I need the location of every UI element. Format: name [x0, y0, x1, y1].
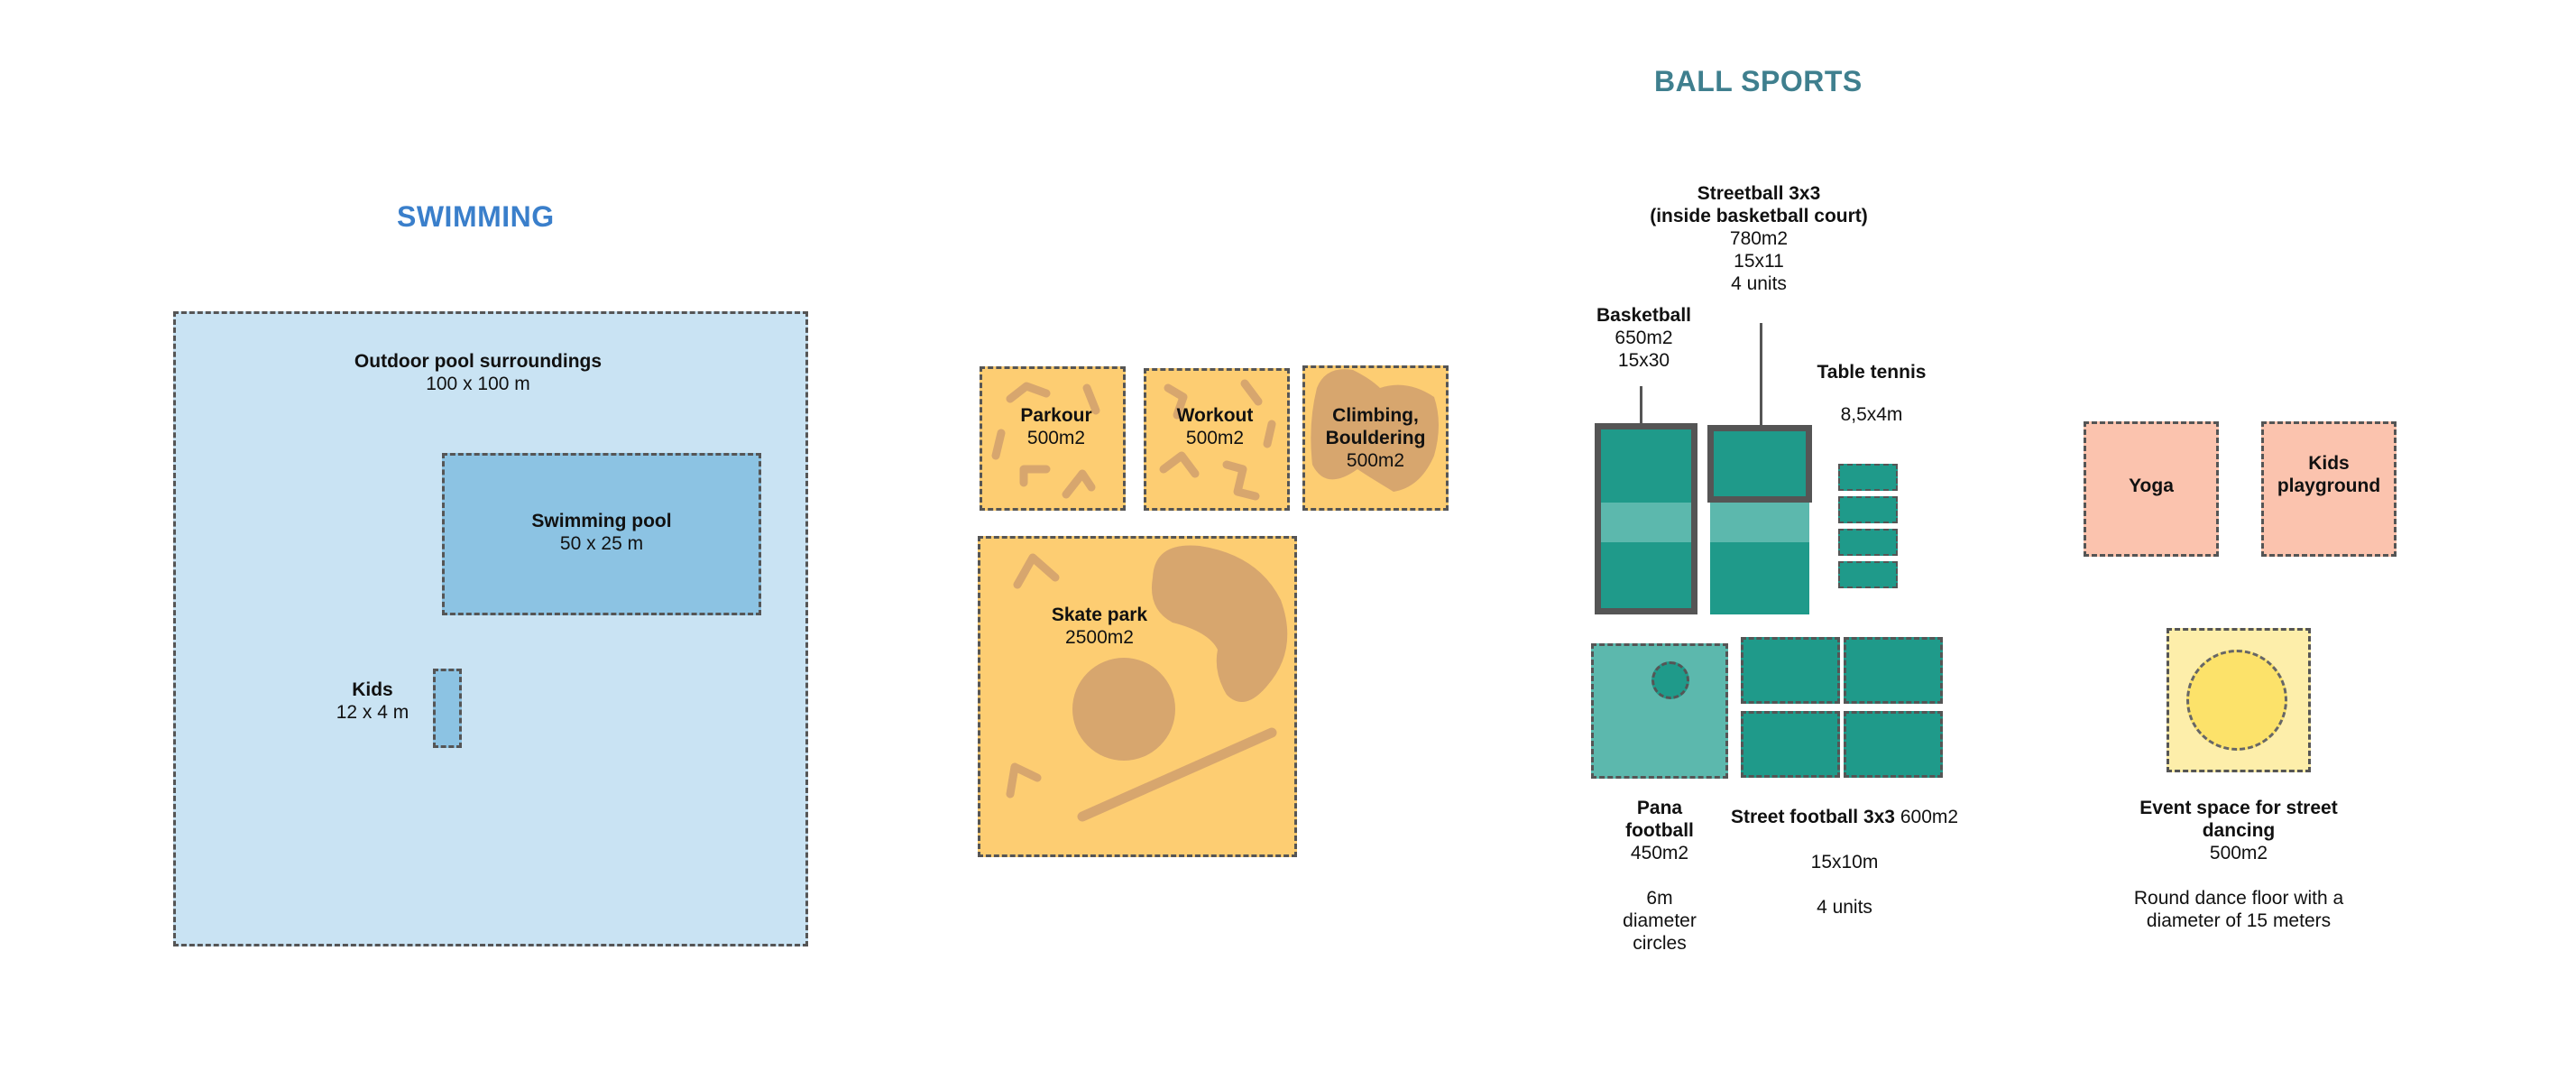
outdoor-pool-area [173, 311, 808, 946]
skate-bowl [1151, 545, 1288, 702]
parkour-obstacle [991, 429, 1006, 460]
swimming-pool-caption: Swimming pool 50 x 25 m [511, 510, 692, 555]
streetball-label-line2: (inside basketball court) [1650, 206, 1868, 226]
yoga-zone [2084, 421, 2219, 557]
event-space-note-line1: Round dance floor with a [2133, 888, 2344, 909]
table-tennis-table [1838, 464, 1898, 491]
event-space-label-line1: Event space for street [2139, 798, 2338, 818]
street-football-area: 600m2 [1900, 807, 1959, 827]
street-football-field [1741, 711, 1840, 778]
streetball-label-line1: Streetball 3x3 [1697, 183, 1821, 204]
parkour-caption: Parkour 500m2 [989, 404, 1124, 449]
kids-pool-caption: Kids 12 x 4 m [318, 679, 427, 724]
skate-park-area: 2500m2 [1065, 627, 1134, 648]
swimming-pool-label: Swimming pool [531, 511, 672, 531]
skate-park-label: Skate park [1051, 605, 1148, 625]
streetball-court-midzone [1710, 503, 1809, 542]
skate-rail [1077, 727, 1277, 822]
street-football-field [1741, 637, 1840, 704]
outdoor-pool-caption: Outdoor pool surroundings 100 x 100 m [307, 350, 649, 395]
kids-pool [433, 669, 462, 748]
basketball-pointer-line [1640, 386, 1642, 426]
workout-label: Workout [1176, 405, 1254, 426]
kids-playground-zone [2261, 421, 2397, 557]
table-tennis-table [1838, 496, 1898, 523]
kids-pool-size: 12 x 4 m [336, 702, 409, 723]
street-football-caption: Street football 3x3 600m2 15x10m 4 units [1714, 806, 1975, 919]
streetball-court-top [1707, 425, 1812, 503]
outdoor-pool-size: 100 x 100 m [426, 374, 530, 394]
pana-football-area: 450m2 [1630, 843, 1689, 863]
streetball-caption: Streetball 3x3 (inside basketball court)… [1624, 182, 1894, 295]
kids-pool-label: Kids [352, 679, 393, 700]
street-football-label: Street football 3x3 [1730, 807, 1895, 827]
parkour-obstacle [1062, 469, 1096, 499]
streetball-pointer-line [1760, 323, 1762, 428]
yoga-caption: Yoga [2084, 475, 2219, 497]
skate-ramp [1013, 553, 1060, 589]
event-space-label-line2: dancing [2202, 820, 2276, 841]
climbing-caption: Climbing, Bouldering 500m2 [1303, 404, 1448, 472]
table-tennis-label: Table tennis [1817, 362, 1927, 383]
basketball-label: Basketball [1596, 305, 1692, 326]
pana-football-note-line3: circles [1633, 933, 1687, 954]
street-football-dims: 15x10m [1810, 852, 1879, 872]
basketball-court-midzone [1601, 503, 1691, 542]
skate-pit [1072, 658, 1175, 761]
streetball-court-bottom [1710, 542, 1809, 614]
pana-football-note-line2: diameter [1623, 910, 1697, 931]
basketball-dims: 15x30 [1617, 350, 1670, 371]
outdoor-pool-label: Outdoor pool surroundings [354, 351, 603, 372]
parkour-obstacle [1019, 465, 1051, 487]
basketball-caption: Basketball 650m2 15x30 [1578, 304, 1709, 372]
streetball-area: 780m2 [1729, 228, 1789, 249]
dance-floor-circle [2186, 650, 2287, 751]
workout-area: 500m2 [1185, 428, 1245, 448]
kids-playground-label-line2: playground [2277, 475, 2381, 496]
yoga-label: Yoga [2129, 475, 2174, 496]
climbing-wall [1311, 369, 1439, 492]
workout-caption: Workout 500m2 [1147, 404, 1283, 449]
table-tennis-table [1838, 529, 1898, 556]
pana-football-circle [1651, 661, 1689, 699]
pana-football-caption: Pana football 450m2 6m diameter circles [1596, 797, 1723, 955]
climbing-label-line1: Climbing, [1332, 405, 1419, 426]
streetball-units: 4 units [1731, 273, 1787, 294]
parkour-obstacle [1006, 382, 1051, 403]
basketball-area: 650m2 [1615, 328, 1673, 348]
pana-football-note-line1: 6m [1646, 888, 1673, 909]
kids-playground-caption: Kids playground [2261, 452, 2397, 497]
street-football-field [1844, 711, 1943, 778]
event-space-note-line2: diameter of 15 meters [2146, 910, 2332, 931]
workout-equipment [1159, 451, 1200, 478]
workout-equipment [1222, 460, 1260, 501]
parkour-obstacle [1082, 383, 1100, 415]
streetball-dims: 15x11 [1734, 251, 1784, 272]
table-tennis-table [1838, 561, 1898, 588]
pana-football-label-line1: Pana [1636, 798, 1683, 818]
workout-equipment [1240, 379, 1263, 406]
table-tennis-caption: Table tennis 8,5x4m [1804, 361, 1939, 426]
street-football-field [1844, 637, 1943, 704]
skate-park-caption: Skate park 2500m2 [1032, 604, 1167, 649]
climbing-label-line2: Bouldering [1325, 428, 1426, 448]
kids-playground-label-line1: Kids [2308, 453, 2350, 474]
workout-equipment [1263, 420, 1276, 448]
event-space-caption: Event space for street dancing 500m2 Rou… [2103, 797, 2374, 932]
workout-equipment [1164, 383, 1188, 420]
table-tennis-dims: 8,5x4m [1840, 404, 1903, 425]
parkour-area: 500m2 [1026, 428, 1086, 448]
swimming-pool [442, 453, 761, 615]
pana-football-label-line2: football [1625, 820, 1694, 841]
ball-sports-heading: BALL SPORTS [1654, 65, 1863, 97]
climbing-area: 500m2 [1346, 450, 1405, 471]
street-football-units: 4 units [1817, 897, 1872, 918]
swimming-heading: SWIMMING [397, 200, 555, 233]
swimming-pool-size: 50 x 25 m [559, 533, 644, 554]
event-space-area: 500m2 [2209, 843, 2268, 863]
parkour-label: Parkour [1020, 405, 1092, 426]
skate-ramp [1006, 762, 1042, 799]
